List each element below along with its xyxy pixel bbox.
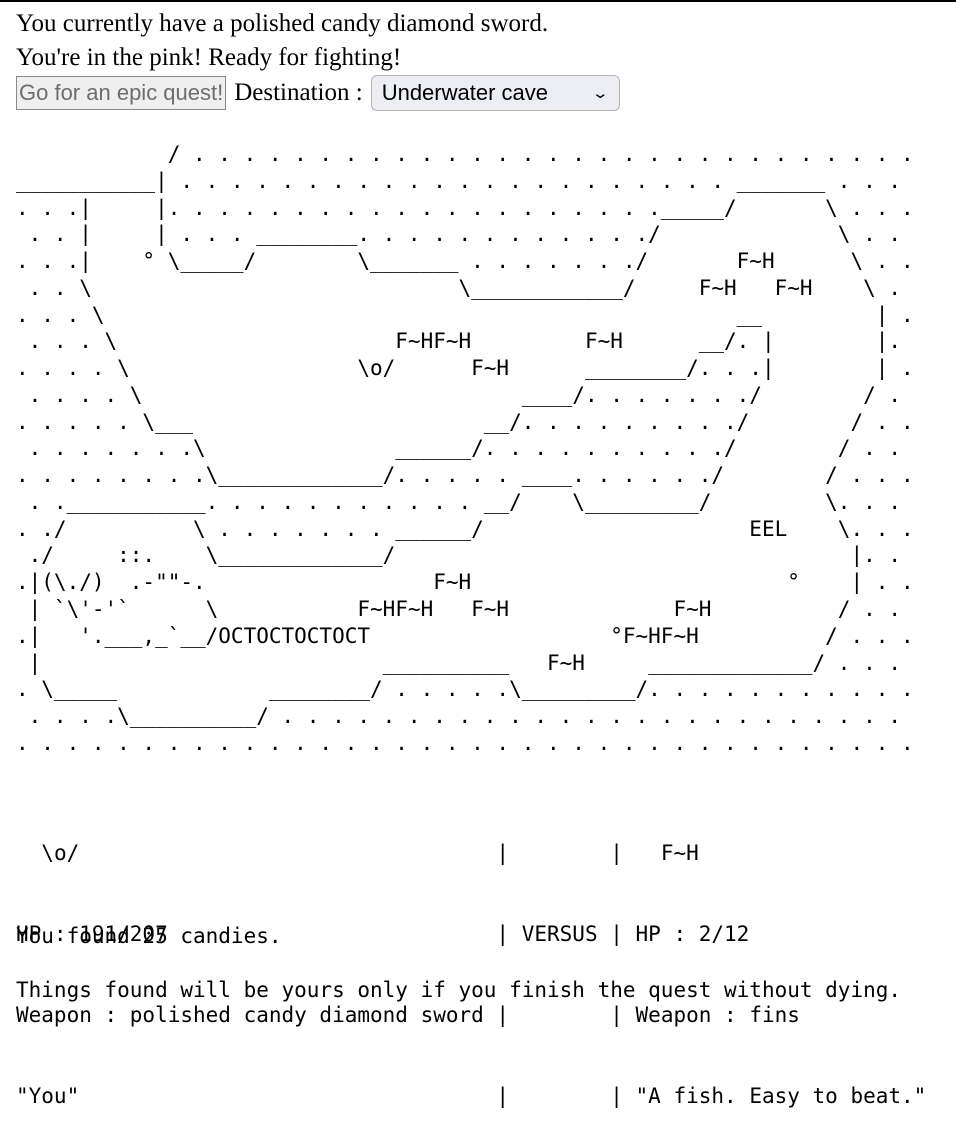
map-row: .| '.___,_`__/OCTOCTOCTOCT °F~HF~H / . .… — [16, 623, 914, 648]
battle-status: \o/ | | F~H HP : 191/207| VERSUS| HP : 2/1… — [16, 786, 926, 1137]
health-status-text: You're in the pink! Ready for fighting! — [16, 44, 402, 71]
player-name: "You" — [16, 1084, 80, 1108]
sprite-row: \o/ | | F~H — [16, 840, 926, 867]
map-row: . . . . \ \o/ F~H ________/. . .| | . — [16, 356, 914, 381]
player-weapon: Weapon : polished candy diamond sword — [16, 1003, 484, 1027]
map-row: . . . . . . . .\_____________/. . . . . … — [16, 463, 914, 488]
quest-controls: Go for an epic quest! Destination : Unde… — [16, 74, 620, 111]
hp-row: HP : 191/207| VERSUS| HP : 2/12 — [16, 922, 750, 946]
map-row: . . . \ __ | . — [16, 302, 914, 327]
versus-label: VERSUS — [521, 922, 598, 946]
map-row: . . \ \____________/ F~H F~H \ . — [16, 275, 902, 300]
chevron-down-icon: ⌄ — [591, 84, 610, 102]
name-row: "You"|| "A fish. Easy to beat." — [16, 1084, 927, 1108]
destination-label: Destination : — [234, 78, 363, 106]
map-row: . . | | . . . ________. . . . . . . . . … — [16, 222, 902, 247]
map-row: . . .| ° \_____/ \_______ . . . . . . ./… — [16, 249, 914, 274]
top-border — [0, 0, 956, 2]
map-row: | `\'-'` \ F~HF~H F~H F~H / . . — [16, 597, 902, 622]
player-hp: HP : 191/207 — [16, 922, 168, 946]
map-row: / . . . . . . . . . . . . . . . . . . . … — [16, 142, 914, 166]
map-row: . . .| |. . . . . . . . . . . . . . . . … — [16, 195, 914, 220]
enemy-name: "A fish. Easy to beat." — [635, 1084, 927, 1108]
map-row: . . . \ F~HF~H F~H __/. | |. — [16, 329, 902, 354]
map-row: . . . . \ ____/. . . . . . ./ / . — [16, 382, 902, 407]
map-row: . . . . . . .\ ______/. . . . . . . . . … — [16, 436, 902, 461]
candies-found-message: You found 25 candies. — [16, 924, 282, 948]
enemy-sprite: F~H — [660, 841, 699, 865]
weapon-status-text: You currently have a polished candy diam… — [16, 10, 549, 37]
quest-warning-message: Things found will be yours only if you f… — [16, 978, 902, 1002]
map-row: . . . . . . . . . . . . . . . . . . . . … — [16, 730, 914, 755]
divider: | — [610, 841, 623, 865]
player-sprite: \o/ — [41, 841, 80, 865]
map-row: . . . .\__________/ . . . . . . . . . . … — [16, 704, 902, 729]
map-row: . .___________. . . . . . . . . . . __/ … — [16, 489, 902, 514]
enemy-weapon: Weapon : fins — [635, 1003, 800, 1027]
enemy-hp: HP : 2/12 — [635, 922, 750, 946]
go-quest-button[interactable]: Go for an epic quest! — [16, 75, 227, 110]
quest-map: / . . . . . . . . . . . . . . . . . . . … — [16, 141, 914, 757]
divider: | — [496, 841, 510, 865]
map-row: | __________ F~H _____________/ . . . — [16, 650, 902, 675]
destination-select[interactable]: Underwater cave ⌄ — [370, 74, 620, 111]
destination-selected-value: Underwater cave — [381, 79, 549, 105]
map-row: . \_____ ________/ . . . . .\_________/.… — [16, 677, 914, 702]
map-row: . . . . . \___ __/. . . . . . . . ./ / .… — [16, 409, 914, 434]
weapon-row: Weapon : polished candy diamond sword|| … — [16, 1003, 800, 1027]
map-row: .|(\./) .-""-. F~H ° | . . — [16, 570, 914, 595]
map-row: ___________| . . . . . . . . . . . . . .… — [16, 168, 902, 193]
map-row: . ./ \ . . . . . . . ______/ EEL \. . . — [16, 516, 914, 541]
map-row: ./ ::. \_____________/ |. . — [16, 543, 902, 568]
